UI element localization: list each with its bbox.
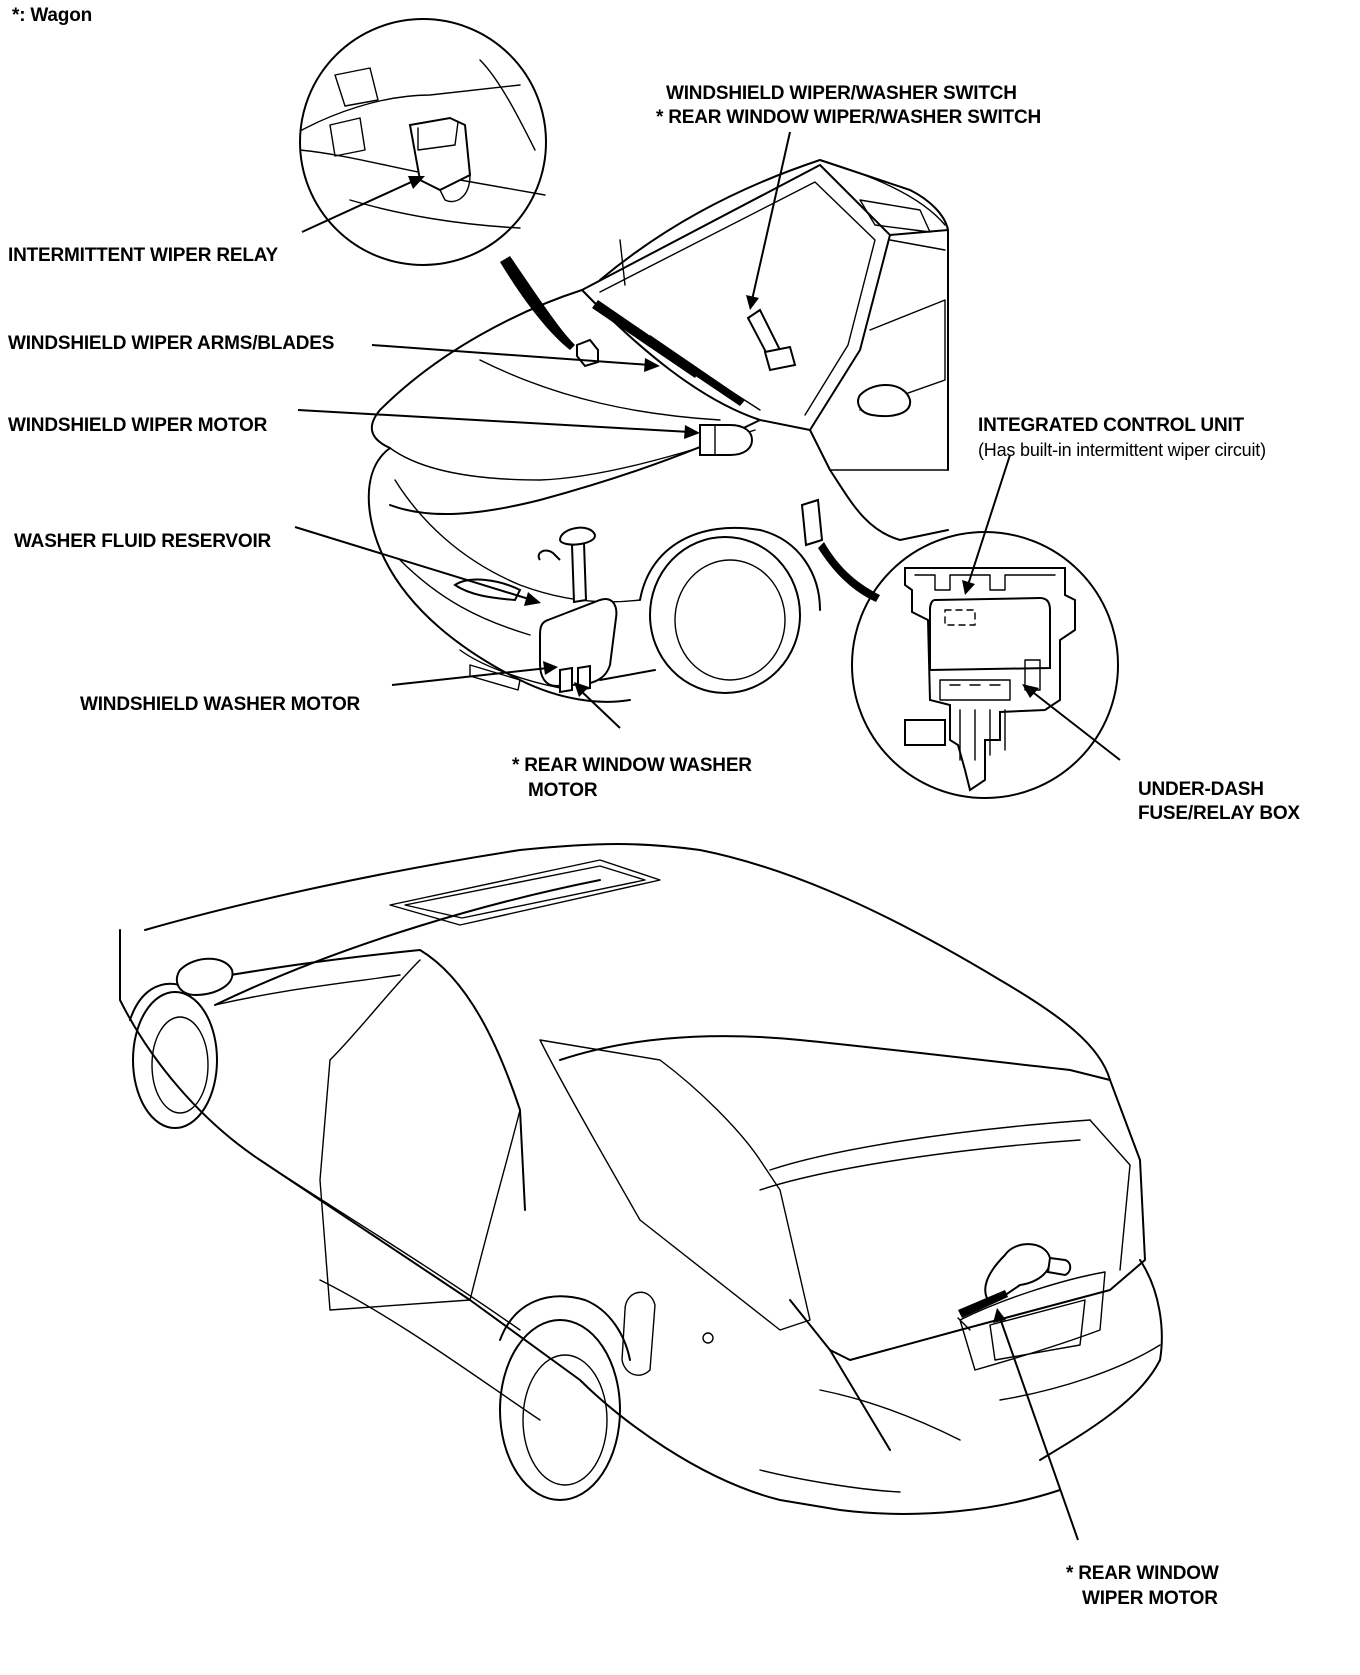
label-fuse-relay-box: FUSE/RELAY BOX	[1138, 803, 1300, 824]
label-rear-window-washer-motor-line1: * REAR WINDOW WASHER	[512, 755, 752, 776]
leader-lines	[294, 131, 1121, 1541]
label-integrated-control-unit: INTEGRATED CONTROL UNIT	[978, 415, 1244, 436]
label-wiper-motor: WINDSHIELD WIPER MOTOR	[8, 415, 268, 436]
front-car-illustration	[367, 159, 949, 703]
fuse-box-inset-circle	[818, 531, 1119, 799]
rear-wagon-illustration	[119, 843, 1163, 1515]
label-washer-fluid-reservoir: WASHER FLUID RESERVOIR	[14, 531, 272, 552]
label-under-dash-line1: UNDER-DASH	[1138, 779, 1264, 800]
label-icu-description: (Has built-in intermittent wiper circuit…	[978, 440, 1266, 460]
label-windshield-washer-motor: WINDSHIELD WASHER MOTOR	[80, 694, 361, 715]
relay-inset-circle	[299, 18, 575, 350]
label-wiper-washer-switch: WINDSHIELD WIPER/WASHER SWITCH	[666, 83, 1017, 104]
wagon-note: *: Wagon	[12, 5, 93, 26]
label-rear-window-washer-motor-line2: MOTOR	[528, 780, 598, 801]
label-wiper-arms-blades: WINDSHIELD WIPER ARMS/BLADES	[8, 333, 335, 354]
label-rear-wiper-washer-switch: * REAR WINDOW WIPER/WASHER SWITCH	[656, 107, 1041, 128]
label-intermittent-wiper-relay: INTERMITTENT WIPER RELAY	[8, 245, 279, 266]
label-rear-window-wiper-motor-line1: * REAR WINDOW	[1066, 1563, 1219, 1584]
label-rear-window-wiper-motor-line2: WIPER MOTOR	[1082, 1588, 1218, 1609]
